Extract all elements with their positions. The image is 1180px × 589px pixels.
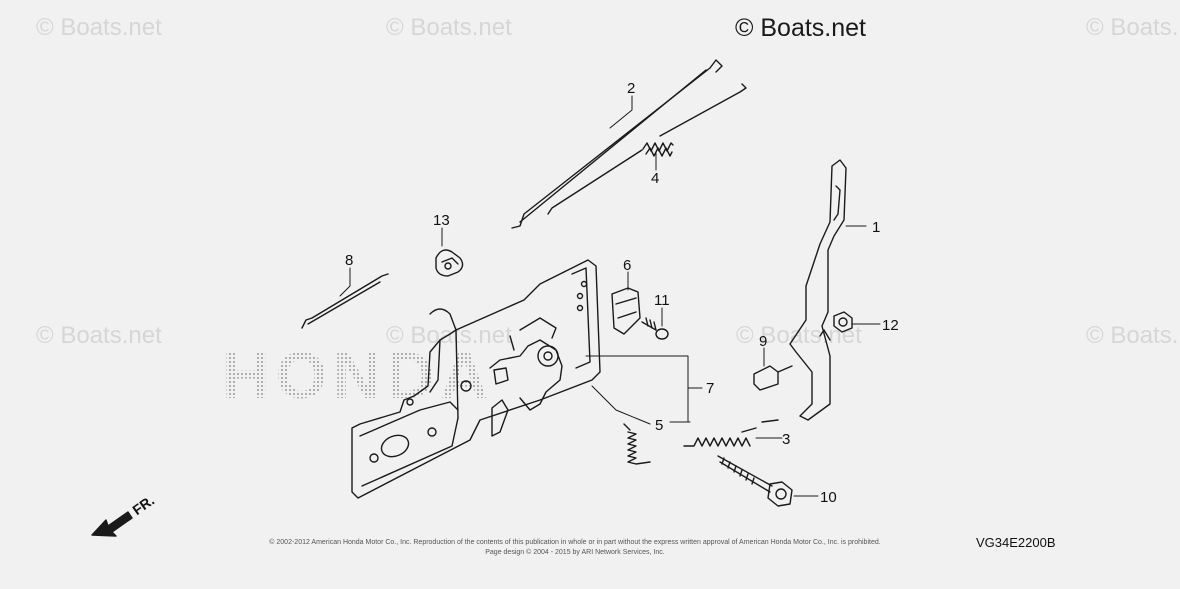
part-9-plate [753, 365, 793, 391]
callout-9: 9 [759, 333, 767, 350]
part-11-screw [641, 317, 669, 340]
part-1-control-lever [789, 159, 847, 421]
part-13-clip [435, 249, 464, 277]
part-4-governor-spring [547, 83, 747, 215]
leader-lines [339, 95, 881, 497]
copyright-notice: © 2002-2012 American Honda Motor Co., In… [175, 538, 975, 558]
watermark: © Boats.net [1086, 14, 1180, 41]
watermark: © Boats.net [736, 322, 862, 349]
fr-arrow-icon [91, 511, 133, 537]
callout-5: 5 [655, 417, 663, 434]
part-8-choke-rod [301, 273, 389, 329]
honda-logo: HONDA [222, 338, 494, 412]
watermark: © Boats.net [36, 322, 162, 349]
part-3-spring [683, 419, 779, 447]
watermark: © Boats.net [36, 14, 162, 41]
callout-11: 11 [654, 292, 670, 309]
diagram-code: VG34E2200B [976, 535, 1056, 550]
part-5-levers [489, 317, 563, 437]
callout-2: 2 [627, 80, 635, 97]
watermark-main: © Boats.net [735, 14, 866, 42]
callout-10: 10 [820, 489, 837, 506]
copyright-line: © 2002-2012 American Honda Motor Co., In… [269, 539, 881, 546]
callout-13: 13 [433, 212, 450, 229]
part-7-control-plate [351, 259, 601, 499]
copyright-line: Page design © 2004 - 2015 by ARI Network… [485, 549, 665, 556]
callout-12: 12 [882, 317, 899, 334]
part-10-bolt [717, 455, 793, 507]
callout-1: 1 [872, 219, 880, 236]
part-12-nut [833, 311, 853, 333]
callout-6: 6 [623, 257, 631, 274]
callouts: 1 2 3 4 5 6 7 8 9 10 11 12 13 [345, 80, 899, 506]
callout-4: 4 [651, 170, 659, 187]
callout-3: 3 [782, 431, 790, 448]
watermark: © Boats.net [386, 14, 512, 41]
callout-8: 8 [345, 252, 353, 269]
part-2-governor-rod [511, 59, 723, 229]
part-5-spring [623, 423, 651, 465]
watermark: © Boats.net [386, 322, 512, 349]
watermark: © Boats.net [1086, 322, 1180, 349]
part-6-cable-clamp [611, 287, 641, 335]
callout-7: 7 [706, 380, 714, 397]
